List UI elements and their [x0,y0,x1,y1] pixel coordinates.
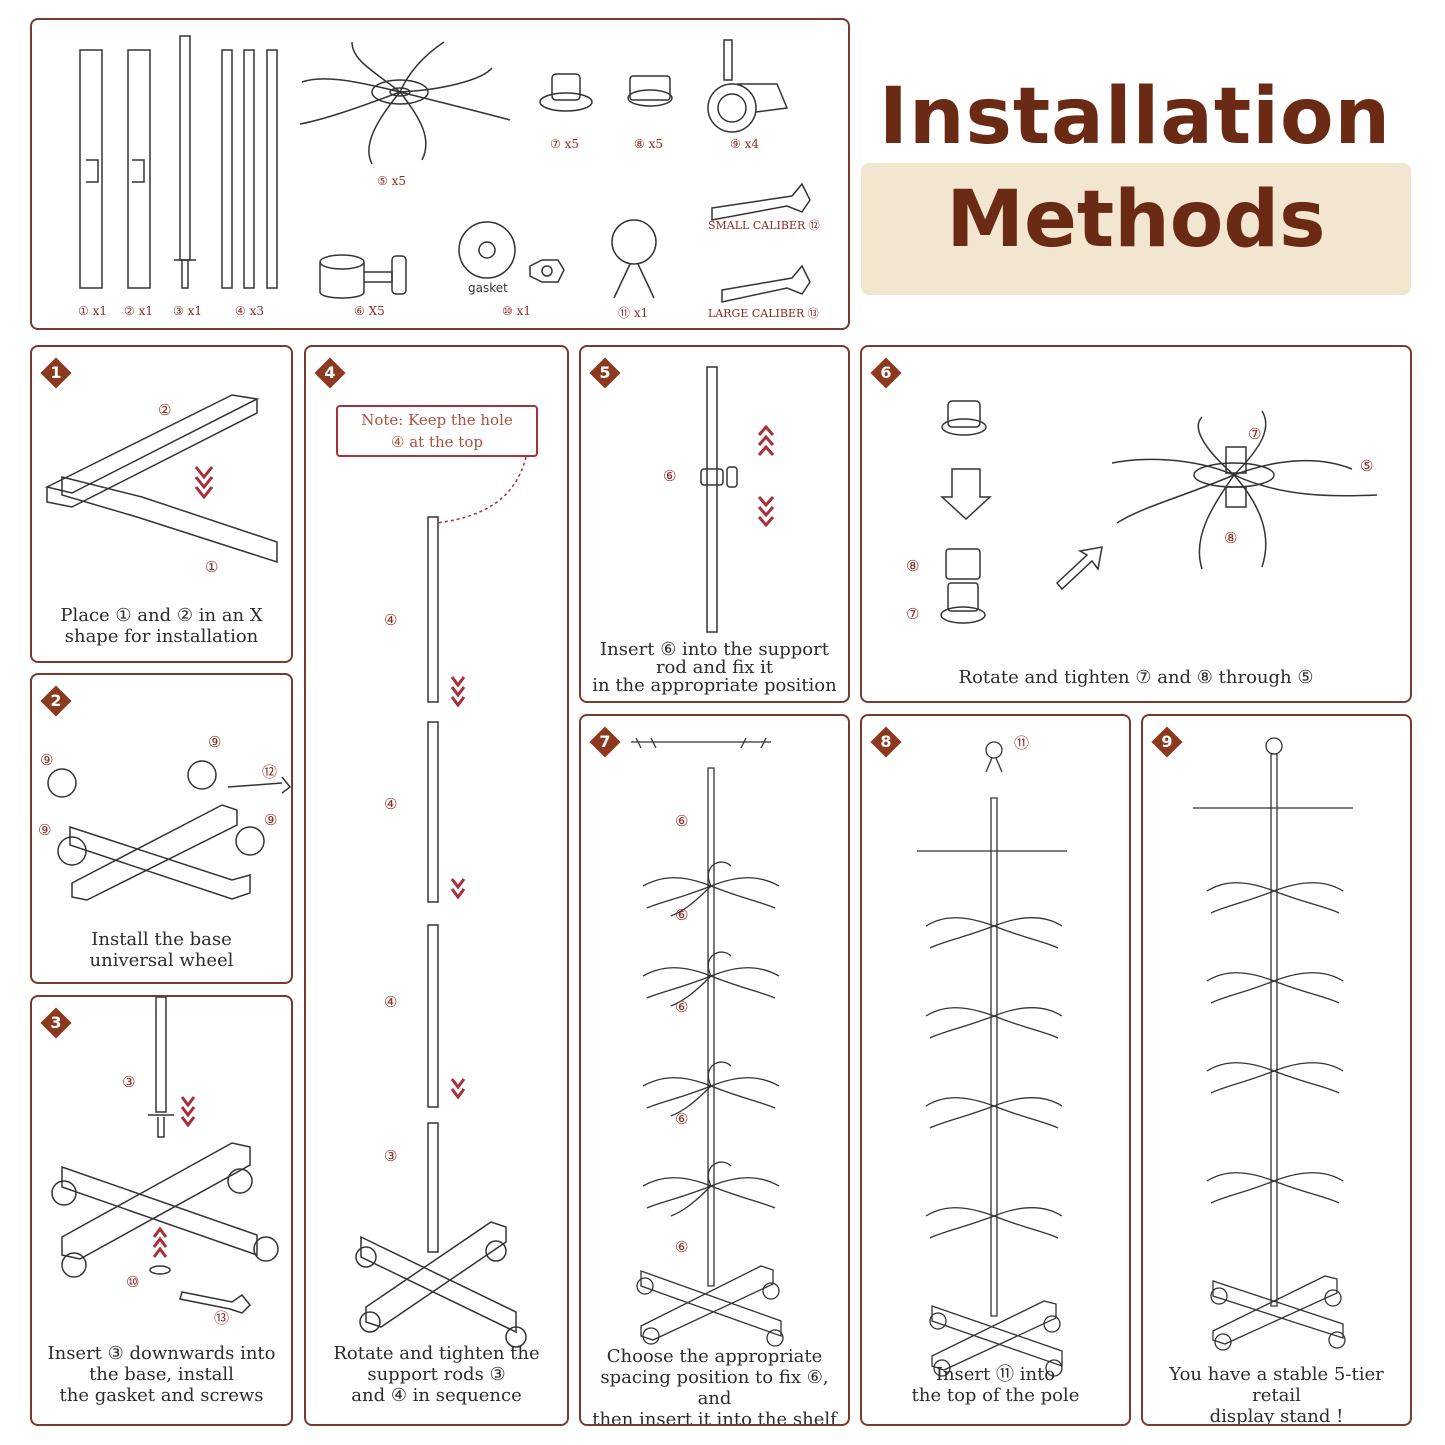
step-6-panel: 6 ⑧ ⑦ ⑦ ⑤ ⑧ Rotate and tighten ⑦ and ⑧ t… [860,345,1412,703]
step-5-label-6: ⑥ [663,467,677,485]
step-badge-2: 2 [40,685,72,717]
step-3-label-13: ⑬ [214,1309,230,1327]
step-2-label-9c: ⑨ [38,821,52,839]
step-5-caption: Insert ⑥ into the support rod and fix it… [592,639,837,696]
part-label-9: ⑨ x4 [730,137,759,151]
part-label-1: ① x1 [78,304,107,318]
step-5-illustration [700,366,775,633]
part-label-11: ⑪ x1 [618,306,649,320]
part-label-7: ⑦ x5 [550,137,579,151]
part-label-6: ⑥ X5 [354,304,385,318]
gasket-label: gasket [468,281,508,295]
title-line-1: Installation [878,72,1392,162]
step-6-label-7b: ⑦ [1248,425,1262,443]
step-7-label-6b: ⑥ [675,906,689,924]
step-6-illustration [940,400,1378,624]
step-7-label-6e: ⑥ [675,1238,689,1256]
step-3-caption: Insert ③ downwards into the base, instal… [47,1343,276,1406]
step-2-label-9b: ⑨ [208,733,222,751]
step-badge-4: 4 [314,357,346,389]
title-line-2: Methods [946,175,1326,265]
step-2-panel: 2 ⑨ ⑨ ⑫ ⑨ ⑨ Install the base universal w… [30,673,293,984]
step-9-panel: 9 You have a stable 5-tier retail displa… [1141,714,1412,1426]
step-7-label-6d: ⑥ [675,1110,689,1128]
step-9-caption: You have a stable 5-tier retail display … [1169,1364,1384,1426]
step-4-label-4b: ④ [384,795,398,813]
part-label-10: ⑩ x1 [502,304,531,318]
step-4-panel: 4 Note: Keep the hole ④ at the top ④ ④ ④… [304,345,569,1426]
step-6-label-8b: ⑧ [1224,529,1238,547]
step-7-label-6c: ⑥ [675,998,689,1016]
part-label-4: ④ x3 [235,304,264,318]
step-8-caption: Insert ⑪ into the top of the pole [911,1364,1080,1406]
step-1-panel: 1 ② ① Place ① and ② in an X shape for in… [30,345,293,663]
part-label-3: ③ x1 [173,304,202,318]
step-2-caption: Install the base universal wheel [89,929,234,971]
step-2-label-12: ⑫ [262,763,278,781]
step-1-label-1: ① [205,558,219,576]
step-8-illustration [917,741,1067,1377]
step-6-label-8: ⑧ [906,557,920,575]
step-2-illustration [47,760,291,901]
step-6-caption: Rotate and tighten ⑦ and ⑧ through ⑤ [958,667,1314,688]
step-4-illustration [355,456,527,1348]
step-4-note: Note: Keep the hole ④ at the top [336,405,538,457]
step-3-illustration [51,997,279,1314]
title-highlight-box [861,163,1411,295]
step-badge-1: 1 [40,357,72,389]
step-badge-7: 7 [589,726,621,758]
part-label-13: LARGE CALIBER ⑬ [708,307,819,320]
step-badge-3: 3 [40,1007,72,1039]
step-3-label-10: ⑩ [126,1273,140,1291]
parts-illustration [79,35,811,303]
step-1-label-2: ② [158,401,172,419]
step-8-label-11: ⑪ [1014,734,1030,752]
step-badge-5: 5 [589,357,621,389]
part-label-2: ② x1 [124,304,153,318]
step-2-label-9a: ⑨ [40,751,54,769]
step-6-label-5: ⑤ [1360,457,1374,475]
step-1-illustration [44,394,278,564]
step-2-label-9d: ⑨ [264,811,278,829]
step-4-caption: Rotate and tighten the support rods ③ an… [333,1343,540,1406]
step-3-panel: 3 ③ ⑩ ⑬ Insert ③ downwards into the base… [30,995,293,1426]
step-9-illustration [1193,737,1353,1351]
part-label-5: ⑤ x5 [377,174,406,188]
step-badge-6: 6 [870,357,902,389]
step-8-panel: 8 ⑪ Insert ⑪ into the top of the pole [860,714,1131,1426]
step-6-label-7: ⑦ [906,605,920,623]
step-badge-9: 9 [1151,726,1183,758]
parts-panel: ① x1 ② x1 ③ x1 ④ x3 ⑤ x5 ⑥ X5 ⑦ x5 ⑧ x5 … [30,18,850,330]
step-7-label-6a: ⑥ [675,812,689,830]
part-label-12: SMALL CALIBER ⑫ [708,219,820,232]
step-7-panel: 7 ⑥ ⑥ ⑥ ⑥ ⑥ Choose the appropriate spaci… [579,714,850,1426]
step-badge-8: 8 [870,726,902,758]
step-7-caption: Choose the appropriate spacing position … [592,1346,837,1426]
step-7-illustration [631,737,784,1347]
step-5-panel: 5 ⑥ Insert ⑥ into the support rod and fi… [579,345,850,703]
step-4-label-4c: ④ [384,993,398,1011]
step-1-caption: Place ① and ② in an X shape for installa… [60,605,263,647]
step-4-label-4a: ④ [384,611,398,629]
step-3-label-3: ③ [122,1073,136,1091]
step-4-label-3: ③ [384,1147,398,1165]
part-label-8: ⑧ x5 [634,137,663,151]
